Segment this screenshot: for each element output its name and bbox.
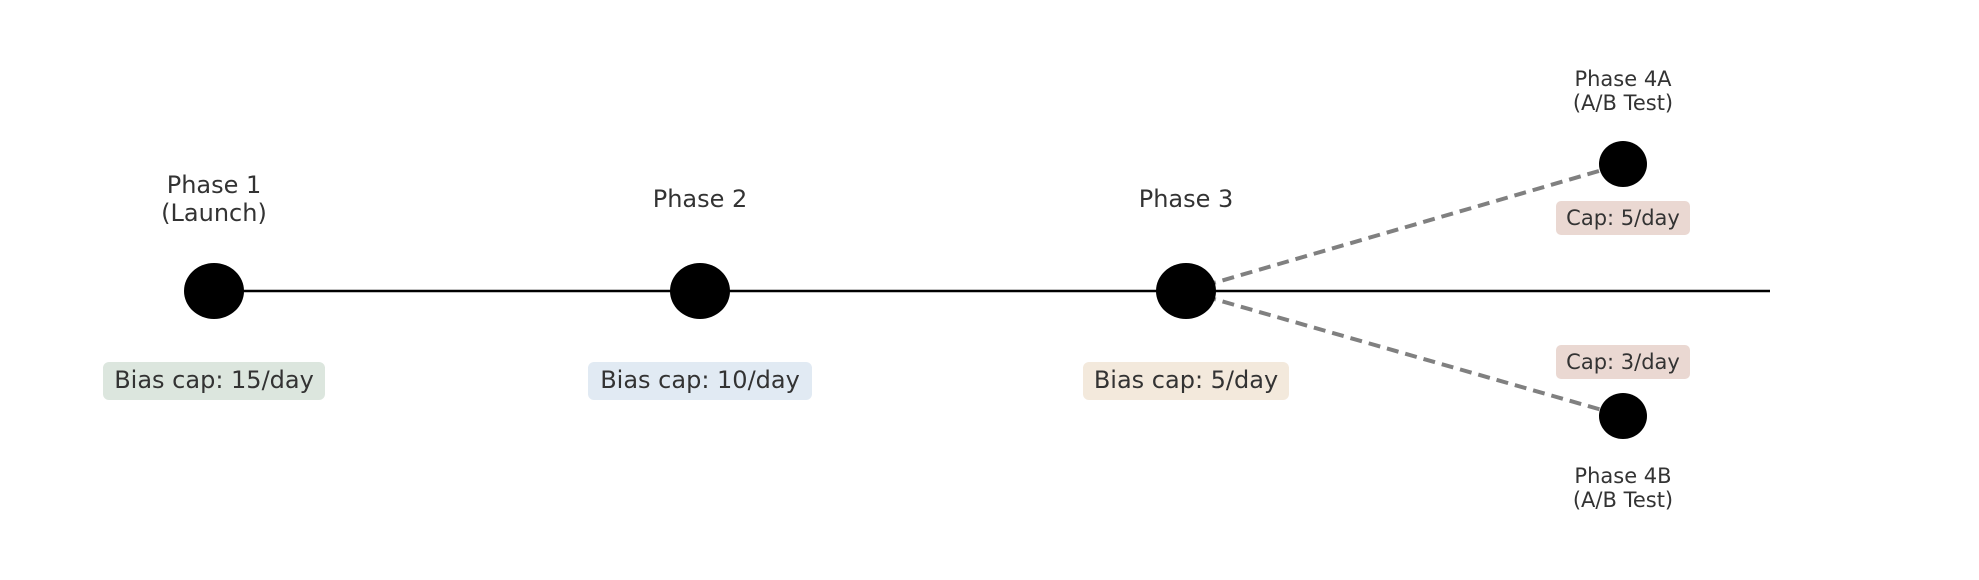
phase-4b-title-line-2: (A/B Test) bbox=[1573, 488, 1673, 512]
phase-2-node bbox=[670, 263, 730, 319]
phase-2-cap-badge bbox=[588, 362, 812, 400]
phase-4b-node bbox=[1599, 393, 1647, 439]
phase-1-title-line-2: (Launch) bbox=[161, 199, 267, 227]
phase-4a-cap-label: Cap: 5/day bbox=[1566, 206, 1680, 230]
phase-3: Phase 3 Bias cap: 5/day bbox=[1083, 185, 1289, 400]
phase-1-cap-badge bbox=[103, 362, 325, 400]
phase-4a-title-line-2: (A/B Test) bbox=[1573, 91, 1673, 115]
phase-1-title-line-1: Phase 1 bbox=[167, 171, 262, 199]
phase-4a-cap-badge bbox=[1556, 201, 1690, 235]
phase-4a-node bbox=[1599, 141, 1647, 187]
phase-3-cap-badge bbox=[1083, 362, 1289, 400]
phase-1: Phase 1 (Launch) Bias cap: 15/day bbox=[103, 171, 325, 400]
phase-4b-title-line-1: Phase 4B bbox=[1574, 464, 1671, 488]
phase-1-node bbox=[184, 263, 244, 319]
phase-4b: Cap: 3/day Phase 4B (A/B Test) bbox=[1556, 345, 1690, 512]
phase-2-cap-label: Bias cap: 10/day bbox=[600, 366, 800, 394]
phase-3-title: Phase 3 bbox=[1139, 185, 1234, 213]
phase-3-cap-label: Bias cap: 5/day bbox=[1094, 366, 1278, 394]
phase-4b-cap-label: Cap: 3/day bbox=[1566, 350, 1680, 374]
phase-1-cap-label: Bias cap: 15/day bbox=[114, 366, 314, 394]
phase-4a-title-line-1: Phase 4A bbox=[1574, 67, 1672, 91]
phase-4b-cap-badge bbox=[1556, 345, 1690, 379]
phase-4a: Phase 4A (A/B Test) Cap: 5/day bbox=[1556, 67, 1690, 235]
phase-3-node bbox=[1156, 263, 1216, 319]
phase-2: Phase 2 Bias cap: 10/day bbox=[588, 185, 812, 400]
phase-2-title: Phase 2 bbox=[653, 185, 748, 213]
